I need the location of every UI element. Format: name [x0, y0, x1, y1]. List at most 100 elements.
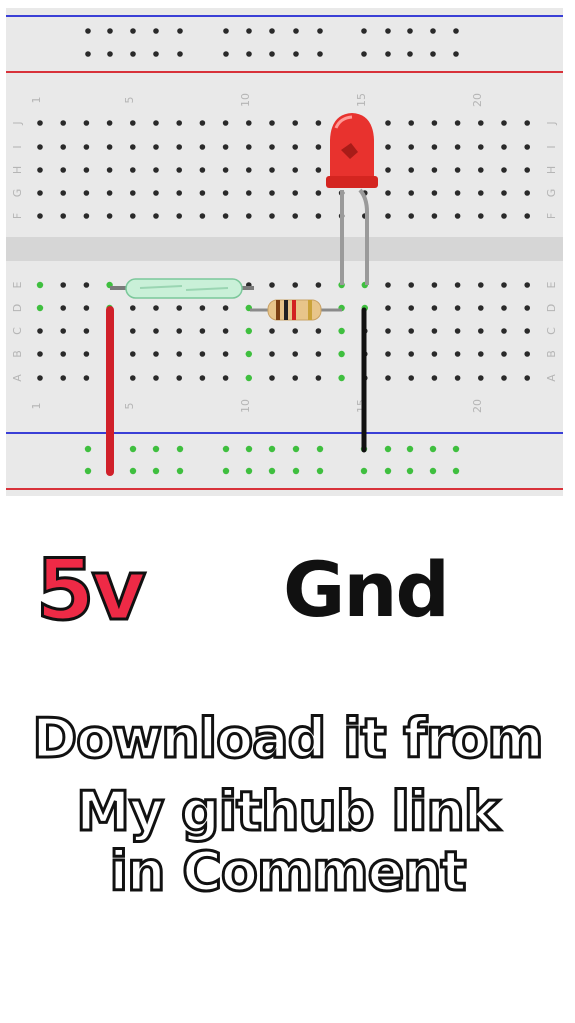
breadboard-hole [199, 351, 206, 357]
breadboard-hole [199, 144, 206, 150]
breadboard-hole [385, 120, 391, 126]
breadboard-hole [222, 445, 230, 453]
breadboard-hole [60, 351, 66, 357]
breadboard-hole [223, 51, 229, 57]
breadboard-hole [524, 375, 530, 381]
breadboard-hole [246, 213, 252, 219]
breadboard-hole [524, 190, 530, 196]
breadboard-hole [269, 213, 275, 219]
breadboard-hole [452, 467, 460, 475]
breadboard-hole [246, 28, 252, 34]
breadboard-hole [176, 467, 184, 475]
column-number-bottom: 1 [30, 403, 43, 410]
breadboard-hole [153, 305, 159, 311]
breadboard-hole [60, 305, 66, 311]
breadboard-hole [431, 282, 438, 288]
breadboard-hole [385, 282, 391, 288]
breadboard-hole [501, 305, 507, 311]
breadboard-hole [176, 167, 182, 173]
breadboard-hole [83, 375, 90, 381]
breadboard-hole [60, 375, 66, 381]
breadboard-hole [152, 445, 160, 453]
breadboard-hole [501, 120, 507, 126]
breadboard-hole [199, 328, 206, 334]
breadboard-hole [85, 51, 91, 57]
breadboard-hole [199, 375, 206, 381]
row-letter-left: C [11, 327, 24, 335]
breadboard-hole [452, 445, 460, 453]
breadboard-hole [454, 375, 461, 381]
breadboard-hole [130, 167, 136, 173]
breadboard-hole [268, 467, 276, 475]
breadboard-hole [385, 144, 391, 150]
breadboard-hole [268, 445, 276, 453]
breadboard-hole [384, 445, 392, 453]
breadboard-hole [245, 445, 253, 453]
breadboard-hole [176, 144, 182, 150]
row-letter-right: F [545, 213, 558, 219]
breadboard-hole [130, 351, 136, 357]
center-channel [6, 237, 563, 261]
breadboard-hole [384, 467, 392, 475]
breadboard-hole [130, 375, 136, 381]
breadboard-hole [454, 190, 461, 196]
breadboard-hole [176, 305, 182, 311]
breadboard-hole [408, 305, 415, 311]
breadboard-hole [408, 167, 415, 173]
breadboard-hole [222, 305, 229, 311]
breadboard-hole [429, 467, 437, 475]
breadboard-hole [524, 282, 530, 288]
breadboard-hole [478, 144, 484, 150]
resistor [250, 299, 342, 321]
breadboard-hole [107, 51, 113, 57]
column-number-bottom: 10 [239, 399, 252, 413]
breadboard-hole [292, 190, 299, 196]
row-letter-left: I [11, 145, 24, 148]
breadboard-hole [37, 375, 43, 381]
breadboard-hole [478, 167, 484, 173]
breadboard-holes [36, 28, 530, 475]
breadboard-hole [338, 350, 345, 358]
breadboard-hole [385, 28, 391, 34]
breadboard-hole [385, 328, 391, 334]
breadboard-hole [292, 328, 299, 334]
breadboard-hole [524, 305, 530, 311]
breadboard-hole [292, 213, 299, 219]
breadboard-hole [83, 120, 90, 126]
breadboard-hole [454, 144, 461, 150]
breadboard-hole [501, 328, 507, 334]
breadboard-hole [454, 120, 461, 126]
breadboard-hole [385, 305, 391, 311]
breadboard-hole [222, 213, 229, 219]
breadboard-hole [478, 328, 484, 334]
row-letter-right: D [545, 304, 558, 312]
breadboard-hole [338, 374, 345, 382]
breadboard-hole [361, 51, 367, 57]
breadboard-hole [293, 28, 299, 34]
breadboard-hole [153, 51, 159, 57]
breadboard-hole [430, 28, 436, 34]
breadboard-hole [176, 445, 184, 453]
breadboard-hole [60, 167, 66, 173]
breadboard-hole [107, 28, 113, 34]
row-letter-right: G [545, 189, 558, 198]
breadboard-hole [315, 213, 322, 219]
breadboard-hole [315, 190, 322, 196]
breadboard-hole [501, 144, 507, 150]
breadboard-hole [153, 375, 159, 381]
breadboard-hole [431, 375, 438, 381]
breadboard-hole [385, 375, 391, 381]
breadboard-hole [385, 190, 391, 196]
row-letter-right: B [545, 350, 558, 358]
breadboard-hole [316, 467, 324, 475]
breadboard-hole [292, 120, 299, 126]
breadboard-hole [222, 120, 229, 126]
breadboard-hole [524, 144, 530, 150]
breadboard-hole [83, 305, 90, 311]
breadboard-hole [408, 328, 415, 334]
breadboard-hole [269, 328, 275, 334]
5v-label: 5v [34, 541, 147, 639]
breadboard-hole [524, 328, 530, 334]
breadboard-hole [83, 351, 90, 357]
